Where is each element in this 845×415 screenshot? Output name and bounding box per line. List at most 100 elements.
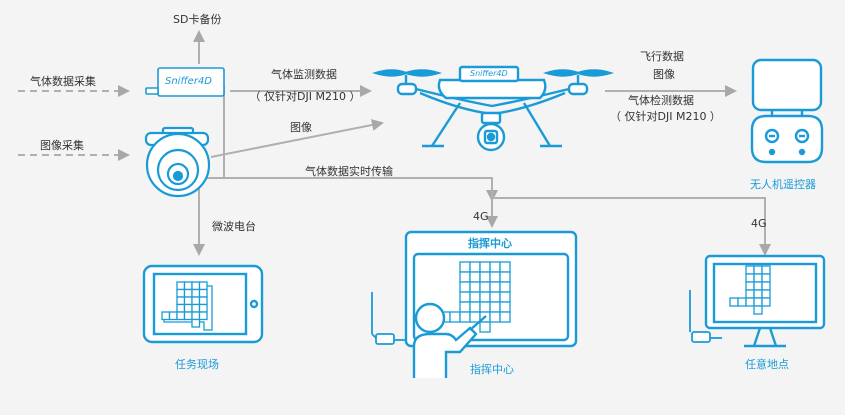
drone-sniffer4d-label: Sniffer4D	[470, 69, 508, 78]
grid-cell	[183, 311, 193, 321]
realtime-link-label: 气体数据实时传输	[305, 165, 393, 178]
grid-cell	[499, 291, 511, 303]
grid-cell	[459, 281, 471, 293]
grid-cell	[176, 311, 186, 321]
grid-cell	[753, 281, 763, 291]
grid-cell	[479, 301, 491, 313]
grid-cell	[489, 291, 501, 303]
grid-cell	[489, 311, 501, 323]
grid-cell	[176, 296, 186, 306]
grid-cell	[753, 265, 763, 275]
grid-cell	[168, 311, 178, 321]
dji-m210-note-left: （ 仅针对DJI M210 ）	[249, 90, 361, 103]
realtime-link-line	[223, 86, 498, 202]
grid-cell	[191, 311, 201, 321]
grid-cell	[176, 303, 186, 313]
grid-cell	[761, 281, 771, 291]
gas-monitor-data-label: 气体监测数据	[271, 68, 337, 81]
grid-cell	[191, 318, 201, 328]
microwave-label: 微波电台	[212, 220, 256, 233]
command-center-grid-map	[439, 261, 511, 333]
sniffer4d-device	[145, 67, 225, 97]
grid-cell	[459, 261, 471, 273]
grid-cell	[753, 305, 763, 315]
grid-cell	[479, 281, 491, 293]
dji-m210-note-right: （ 仅针对DJI M210 ）	[610, 110, 721, 123]
image-collection-label: 图像采集	[40, 139, 84, 152]
grid-cell	[489, 271, 501, 283]
grid-cell	[469, 271, 481, 283]
grid-cell	[499, 311, 511, 323]
grid-cell	[191, 281, 201, 291]
grid-cell	[499, 301, 511, 313]
grid-cell	[479, 321, 491, 333]
grid-cell	[737, 297, 747, 307]
grid-cell	[469, 261, 481, 273]
grid-cell	[469, 281, 481, 293]
task-field-label: 任务现场	[175, 358, 219, 371]
grid-cell	[469, 291, 481, 303]
grid-cell	[745, 289, 755, 299]
grid-cell	[191, 296, 201, 306]
grid-cell	[745, 265, 755, 275]
sniffer4d-label: Sniffer4D	[165, 76, 213, 87]
gas-collection-label: 气体数据采集	[30, 75, 96, 88]
grid-cell	[761, 289, 771, 299]
grid-cell	[459, 311, 471, 323]
grid-cell	[198, 296, 208, 306]
grid-cell	[176, 281, 186, 291]
monitor-grid-map	[729, 265, 771, 315]
grid-cell	[183, 303, 193, 313]
grid-cell	[499, 261, 511, 273]
remote-controller-label: 无人机遥控器	[750, 178, 816, 191]
grid-cell	[499, 281, 511, 293]
grid-cell	[161, 311, 171, 321]
camera-gimbal	[144, 126, 211, 198]
command-center-label: 指挥中心	[470, 363, 514, 376]
grid-cell	[753, 289, 763, 299]
grid-cell	[489, 301, 501, 313]
grid-cell	[183, 288, 193, 298]
grid-cell	[745, 273, 755, 283]
grid-cell	[761, 297, 771, 307]
anywhere-label: 任意地点	[745, 358, 789, 371]
grid-cell	[469, 311, 481, 323]
grid-cell	[198, 288, 208, 298]
camera-stand-left	[371, 292, 406, 345]
drone	[371, 65, 615, 152]
grid-cell	[745, 297, 755, 307]
sd-backup-label: SD卡备份	[173, 13, 222, 26]
grid-cell	[489, 281, 501, 293]
grid-cell	[191, 288, 201, 298]
grid-cell	[198, 303, 208, 313]
grid-cell	[183, 281, 193, 291]
grid-cell	[459, 301, 471, 313]
grid-cell	[479, 261, 491, 273]
grid-cell	[176, 288, 186, 298]
rc-image-label: 图像	[653, 68, 675, 81]
grid-cell	[753, 273, 763, 283]
4g-right-label: 4G	[751, 217, 767, 230]
grid-cell	[479, 271, 491, 283]
presenter-figure	[412, 302, 487, 378]
grid-cell	[459, 291, 471, 303]
grid-cell	[449, 311, 461, 323]
grid-cell	[191, 303, 201, 313]
grid-cell	[469, 301, 481, 313]
grid-cell	[745, 281, 755, 291]
gas-detect-data-label: 气体检测数据	[628, 94, 694, 107]
grid-cell	[183, 296, 193, 306]
camera-stand-right	[689, 290, 722, 343]
command-center-screen-title: 指挥中心	[468, 237, 512, 250]
image-link-label: 图像	[290, 121, 312, 134]
grid-cell	[479, 291, 491, 303]
image-to-drone-arrow	[210, 119, 384, 158]
grid-cell	[459, 271, 471, 283]
grid-cell	[729, 297, 739, 307]
grid-cell	[753, 297, 763, 307]
remote-controller	[750, 58, 824, 164]
4g-right-arrow	[492, 197, 771, 256]
grid-cell	[198, 311, 208, 321]
grid-cell	[761, 265, 771, 275]
